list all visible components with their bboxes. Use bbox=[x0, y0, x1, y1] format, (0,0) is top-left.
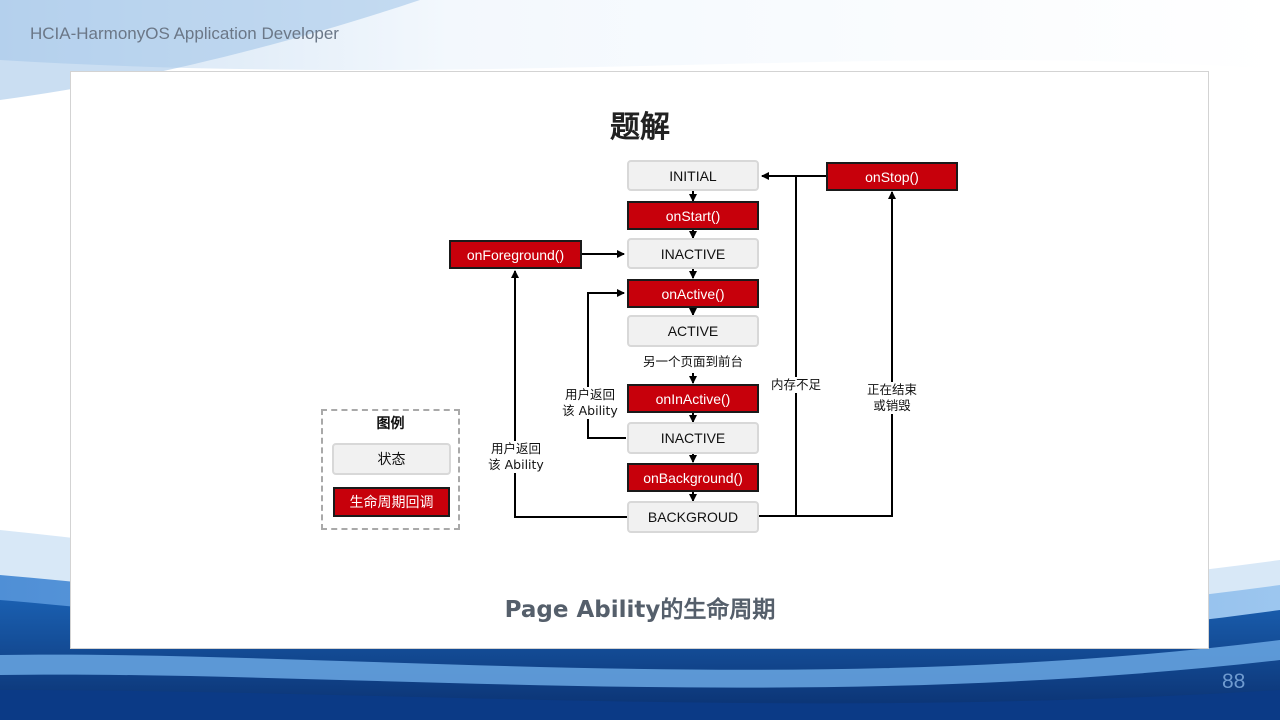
label-user-return-outer-line2: 该 Ability bbox=[488, 457, 544, 472]
label-user-return-outer: 用户返回 该 Ability bbox=[482, 441, 550, 473]
page-number: 88 bbox=[1222, 670, 1246, 693]
state-inactive-bottom: INACTIVE bbox=[627, 422, 759, 454]
callback-onstart: onStart() bbox=[627, 201, 759, 230]
arrow-low-memory-to-initial bbox=[759, 172, 797, 517]
label-user-return-inner-line2: 该 Ability bbox=[562, 403, 618, 418]
label-ending: 正在结束 或销毁 bbox=[862, 382, 922, 414]
arrow-user-return-to-onactive bbox=[587, 289, 626, 439]
slide-title: 题解 bbox=[610, 110, 670, 145]
state-initial: INITIAL bbox=[627, 160, 759, 191]
callback-onactive: onActive() bbox=[627, 279, 759, 308]
label-user-return-outer-line1: 用户返回 bbox=[490, 441, 541, 456]
label-low-memory: 内存不足 bbox=[768, 377, 824, 393]
label-user-return-inner: 用户返回 该 Ability bbox=[556, 387, 624, 419]
diagram-caption: Page Ability的生命周期 bbox=[504, 597, 776, 623]
state-inactive-top: INACTIVE bbox=[627, 238, 759, 269]
legend-callback-swatch: 生命周期回调 bbox=[333, 487, 450, 517]
legend-box bbox=[321, 409, 460, 530]
legend-title: 图例 bbox=[376, 416, 405, 432]
course-header: HCIA-HarmonyOS Application Developer bbox=[30, 24, 339, 43]
label-ending-line2: 或销毁 bbox=[873, 398, 911, 413]
state-background: BACKGROUD bbox=[627, 501, 759, 533]
label-ending-line1: 正在结束 bbox=[866, 382, 917, 397]
label-user-return-inner-line1: 用户返回 bbox=[564, 387, 615, 402]
state-active: ACTIVE bbox=[627, 315, 759, 347]
arrow-background-to-onforeground bbox=[511, 270, 627, 518]
callback-onforeground: onForeground() bbox=[449, 240, 582, 269]
arrow-ending-to-onstop bbox=[796, 191, 896, 517]
legend-state-swatch: 状态 bbox=[332, 443, 451, 475]
callback-oninactive: onInActive() bbox=[627, 384, 759, 413]
callback-onbackground: onBackground() bbox=[627, 463, 759, 492]
callback-onstop: onStop() bbox=[826, 162, 958, 191]
label-another-page-front: 另一个页面到前台 bbox=[636, 354, 750, 370]
